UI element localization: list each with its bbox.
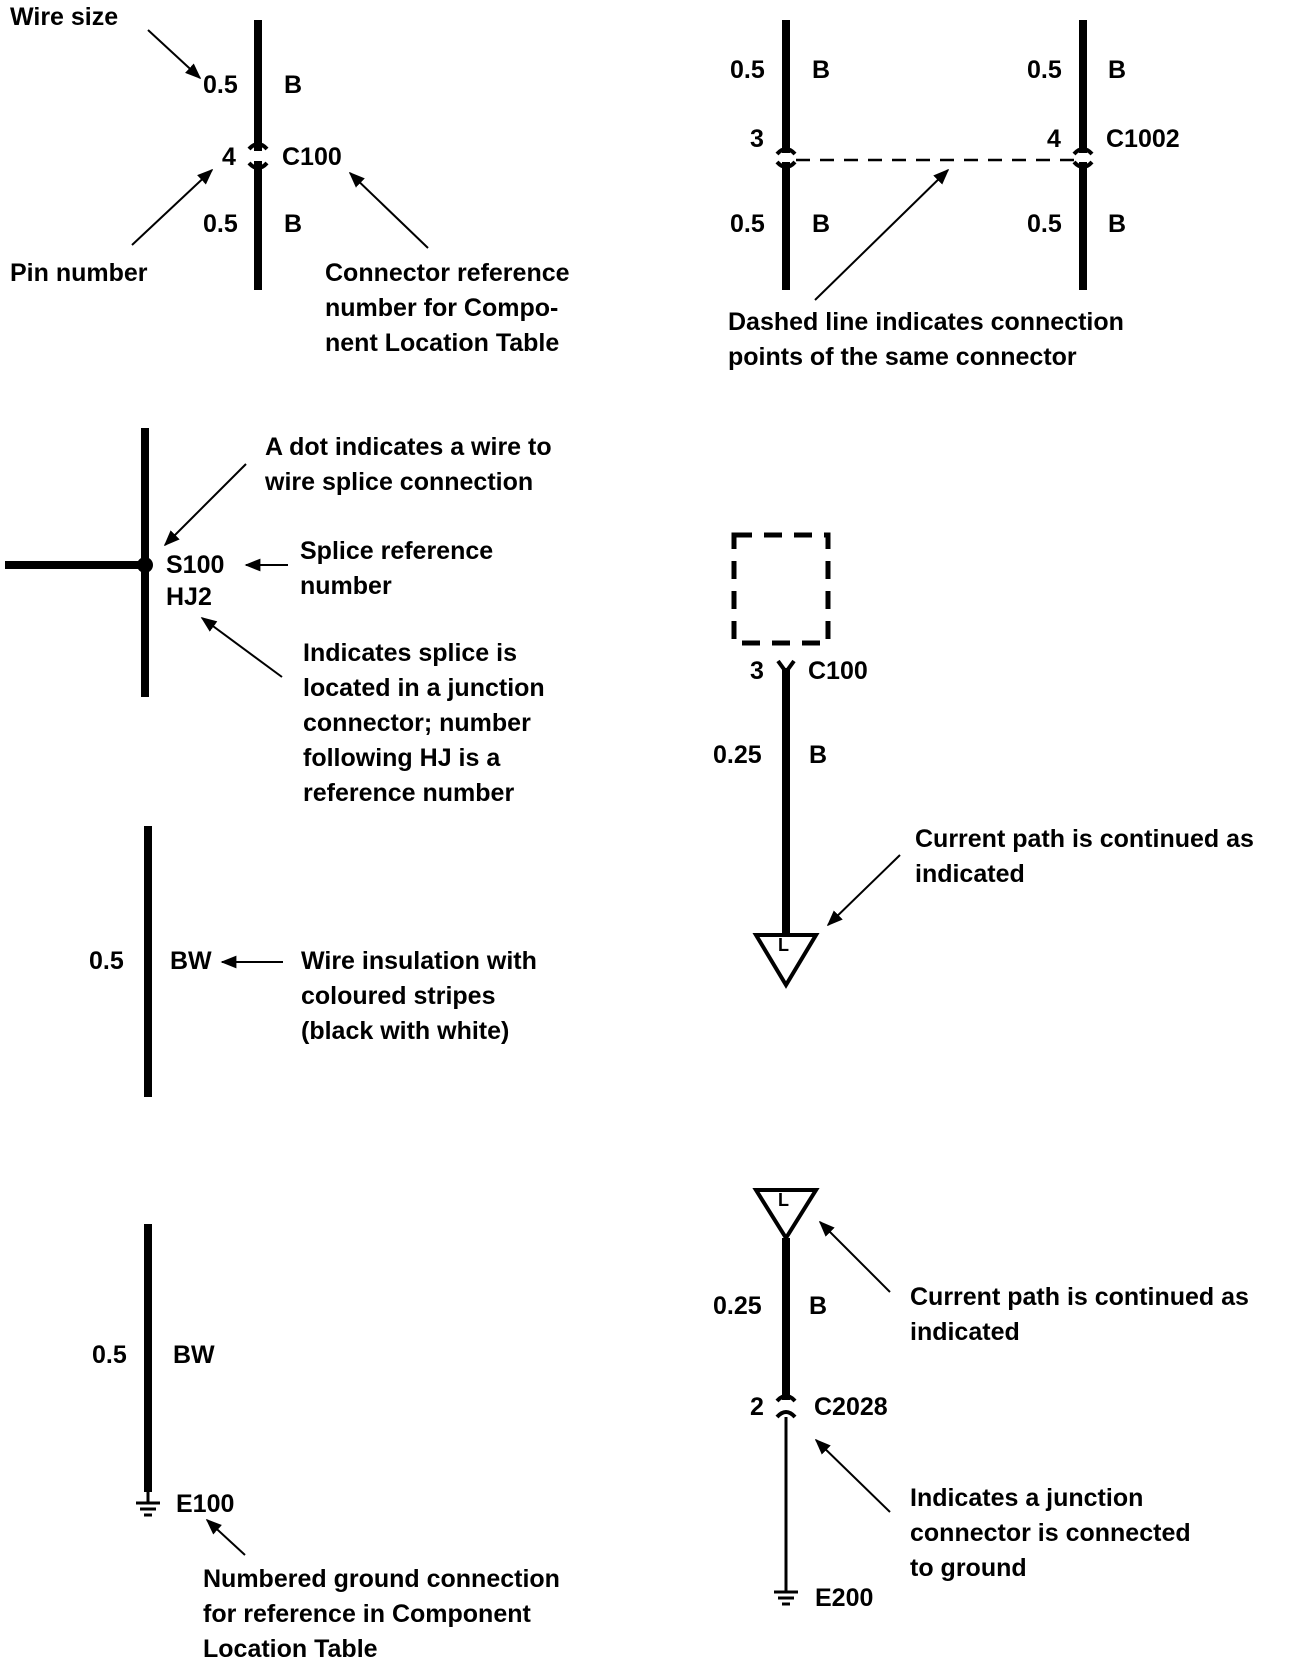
junction-ground-callout-line-2: connector is connected — [910, 1519, 1191, 1547]
junction-ground-callout-line-3: to ground — [910, 1554, 1027, 1582]
junction-callout-line-2: located in a junction — [303, 674, 545, 702]
continued-out-pin-value: 3 — [750, 657, 764, 685]
component-dashed-box — [731, 532, 831, 646]
left-size-bottom: 0.5 — [730, 210, 765, 238]
connector-callout-line-1: Connector reference — [325, 259, 570, 287]
stripe-callout-line-1: Wire insulation with — [301, 947, 537, 975]
ground-arrow — [205, 1518, 246, 1556]
continued-in-callout-line-2: indicated — [910, 1318, 1020, 1346]
continued-in-example-graphic — [752, 1188, 891, 1606]
stripe-color-value: BW — [170, 947, 212, 975]
right-connector-value: C1002 — [1106, 125, 1180, 153]
left-color-bottom: B — [812, 210, 831, 238]
splice-example-graphic — [5, 428, 288, 697]
junction-pin-symbol — [775, 1394, 797, 1419]
ground-color-value: BW — [173, 1341, 215, 1369]
ground-callout-line-1: Numbered ground connection — [203, 1565, 560, 1593]
wire-color-bottom: B — [284, 210, 303, 238]
splice-ref-value: S100 — [166, 551, 225, 579]
continued-out-flag — [752, 933, 820, 989]
pin-number-value: 4 — [222, 143, 236, 171]
dashed-callout-line-2: points of the same connector — [728, 343, 1077, 371]
connector-example-graphic — [131, 20, 429, 290]
same-connector-example-graphic — [775, 20, 1094, 301]
right-color-bottom: B — [1108, 210, 1127, 238]
junction-pin-value: 2 — [750, 1393, 764, 1421]
junction-callout-line-4: following HJ is a — [303, 744, 501, 772]
ground-example-graphic — [136, 1224, 246, 1556]
continued-out-arrow — [826, 854, 901, 927]
continued-out-callout-line-2: indicated — [915, 860, 1025, 888]
ground-symbol-e200 — [774, 1590, 798, 1606]
junction-callout-line-3: connector; number — [303, 709, 531, 737]
connector-ref-arrow — [348, 171, 429, 249]
ground-e200-value: E200 — [815, 1584, 874, 1612]
ground-callout-line-2: for reference in Component — [203, 1600, 531, 1628]
left-pin-value: 3 — [750, 125, 764, 153]
junction-connector-value: C2028 — [814, 1393, 888, 1421]
connector-callout-line-3: nent Location Table — [325, 329, 560, 357]
continued-in-flag-letter: L — [778, 1190, 789, 1210]
splice-dot — [137, 557, 153, 573]
wire-size-top: 0.5 — [203, 71, 238, 99]
connector-callout-line-2: number for Compo- — [325, 294, 559, 322]
continued-in-flag — [752, 1188, 820, 1242]
splice-dot-arrow — [163, 463, 247, 547]
continued-in-size-value: 0.25 — [713, 1292, 762, 1320]
continued-out-flag-letter: L — [778, 935, 789, 955]
connector-ref-value: C100 — [282, 143, 342, 171]
left-color-top: B — [812, 56, 831, 84]
right-pin-symbol — [1072, 147, 1094, 169]
continued-out-example-graphic — [731, 532, 901, 989]
right-size-bottom: 0.5 — [1027, 210, 1062, 238]
dot-callout-line-2: wire splice connection — [265, 468, 534, 496]
left-size-top: 0.5 — [730, 56, 765, 84]
junction-ground-callout-line-1: Indicates a junction — [910, 1484, 1144, 1512]
pin-number-callout: Pin number — [10, 259, 148, 287]
dashed-callout-line-1: Dashed line indicates connection — [728, 308, 1124, 336]
dot-callout-line-1: A dot indicates a wire to — [265, 433, 552, 461]
left-pin-symbol — [775, 147, 797, 169]
stripe-callout-line-3: (black with white) — [301, 1017, 510, 1045]
continued-out-color-value: B — [809, 741, 828, 769]
continued-in-callout-line-1: Current path is continued as — [910, 1283, 1249, 1311]
junction-arrow — [200, 617, 283, 678]
ground-size-value: 0.5 — [92, 1341, 127, 1369]
stripe-size-value: 0.5 — [89, 947, 124, 975]
right-size-top: 0.5 — [1027, 56, 1062, 84]
continued-in-arrow — [818, 1220, 891, 1293]
continued-out-connector-value: C100 — [808, 657, 868, 685]
wire-size-callout: Wire size — [10, 3, 119, 31]
dashed-line-arrow — [814, 168, 950, 301]
junction-callout-line-1: Indicates splice is — [303, 639, 517, 667]
wire-color-top: B — [284, 71, 303, 99]
junction-ground-arrow — [814, 1438, 891, 1513]
pin-number-arrow — [131, 168, 214, 246]
ground-callout-line-3: Location Table — [203, 1635, 378, 1663]
junction-ref-value: HJ2 — [166, 583, 212, 611]
stripe-example-graphic — [144, 826, 283, 1097]
junction-callout-line-5: reference number — [303, 779, 515, 807]
wire-size-arrow — [147, 29, 202, 80]
ground-symbol-e100 — [136, 1492, 160, 1517]
ground-ref-value: E100 — [176, 1490, 235, 1518]
right-pin-value: 4 — [1047, 125, 1061, 153]
connector-pin-symbol — [247, 142, 269, 170]
right-color-top: B — [1108, 56, 1127, 84]
wire-size-bottom: 0.5 — [203, 210, 238, 238]
continued-in-color-value: B — [809, 1292, 828, 1320]
splice-ref-callout-line-2: number — [300, 572, 392, 600]
splice-ref-callout-line-1: Splice reference — [300, 537, 494, 565]
continued-out-size-value: 0.25 — [713, 741, 762, 769]
stripe-callout-line-2: coloured stripes — [301, 982, 496, 1010]
continued-out-callout-line-1: Current path is continued as — [915, 825, 1254, 853]
